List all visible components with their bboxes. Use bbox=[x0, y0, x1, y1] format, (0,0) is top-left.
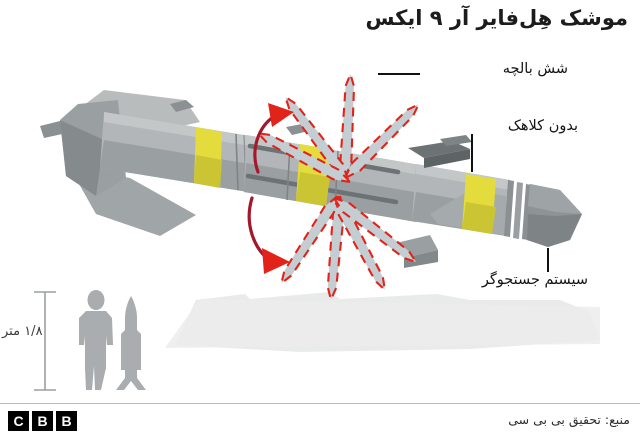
page-title: موشک هِل‌فایر آر ۹ ایکس bbox=[365, 6, 628, 30]
yellow-band-rear bbox=[194, 127, 222, 188]
scale-length-label: ۱/۸ متر bbox=[2, 324, 43, 339]
human-silhouette bbox=[79, 290, 113, 390]
bbc-logo: B B C bbox=[8, 411, 77, 431]
rear-lug bbox=[170, 100, 194, 112]
callout-label-seeker: سیستم جستجوگر bbox=[481, 272, 588, 288]
ground-shadow bbox=[165, 292, 600, 352]
nose-cone bbox=[527, 184, 582, 247]
callout-label-blades: شش بالچه bbox=[502, 61, 568, 77]
curved-arrow-up-icon bbox=[253, 103, 294, 174]
callout-label-no-warhead: بدون کلاهک bbox=[507, 118, 578, 134]
missile-silhouette bbox=[116, 296, 146, 390]
yellow-band-nose bbox=[462, 174, 496, 234]
bbc-logo-letter-3: C bbox=[8, 411, 29, 431]
source-credit: منبع: تحقیق بی بی سی bbox=[508, 412, 630, 427]
scale-bar bbox=[34, 291, 56, 391]
bbc-logo-letter-2: B bbox=[32, 411, 53, 431]
upper-hanger-fin bbox=[408, 135, 472, 168]
curved-arrow-down-icon bbox=[247, 196, 290, 274]
footer-divider bbox=[0, 403, 640, 404]
scale-comparison-group bbox=[34, 290, 146, 391]
forward-body-section bbox=[412, 164, 510, 236]
bbc-logo-letter-1: B bbox=[56, 411, 77, 431]
